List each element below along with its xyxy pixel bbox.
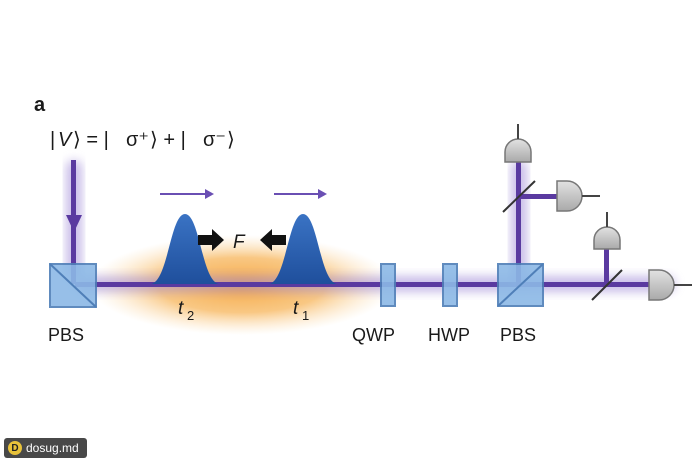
input-state-equation: | V ⟩ = | σ⁺ ⟩ + | σ⁻ ⟩ bbox=[50, 129, 235, 151]
state-sigma-minus: σ⁻ bbox=[203, 129, 226, 151]
svg-text:|: | bbox=[50, 129, 55, 151]
hwp-plate bbox=[442, 263, 458, 307]
detector-mid-icon bbox=[593, 212, 621, 250]
qwp-plate bbox=[380, 263, 396, 307]
watermark-logo-icon: D bbox=[8, 441, 22, 455]
force-arrow-right-icon bbox=[198, 229, 224, 251]
pbs-right-label: PBS bbox=[500, 325, 536, 345]
pbs-left bbox=[49, 263, 97, 308]
state-v: V bbox=[58, 129, 73, 151]
svg-text:⟩ + |: ⟩ + | bbox=[150, 129, 186, 151]
pbs-left-label: PBS bbox=[48, 325, 84, 345]
qwp-label: QWP bbox=[352, 325, 395, 345]
force-arrow-left-icon bbox=[260, 229, 286, 251]
svg-text:⟩: ⟩ bbox=[227, 129, 235, 151]
svg-text:2: 2 bbox=[187, 308, 194, 323]
svg-text:t: t bbox=[293, 298, 299, 319]
output-beam-branch bbox=[604, 248, 609, 286]
time-label-t2: t 2 bbox=[178, 298, 194, 323]
time-label-t1: t 1 bbox=[293, 298, 309, 323]
svg-text:t: t bbox=[178, 298, 184, 319]
pulse-t1 bbox=[268, 214, 338, 284]
hwp-label: HWP bbox=[428, 325, 470, 345]
detector-right-upper-icon bbox=[556, 180, 600, 212]
input-beam-arrow-icon bbox=[66, 215, 82, 232]
watermark-text: dosug.md bbox=[26, 441, 79, 455]
detector-top-icon bbox=[504, 124, 532, 163]
propagation-arrow-t2 bbox=[160, 189, 214, 199]
force-label: F bbox=[233, 232, 246, 253]
panel-letter: a bbox=[34, 94, 46, 116]
pbs-right bbox=[497, 263, 544, 307]
propagation-arrow-t1 bbox=[274, 189, 327, 199]
watermark-badge: D dosug.md bbox=[4, 438, 87, 458]
input-beam bbox=[66, 160, 82, 284]
svg-text:⟩ = |: ⟩ = | bbox=[73, 129, 109, 151]
state-sigma-plus: σ⁺ bbox=[126, 129, 149, 151]
svg-text:1: 1 bbox=[302, 308, 309, 323]
detector-right-lower-icon bbox=[648, 269, 692, 301]
beam-splitter-upper bbox=[502, 180, 536, 213]
pulse-t2 bbox=[150, 214, 220, 284]
beam-splitter-lower bbox=[591, 269, 623, 301]
